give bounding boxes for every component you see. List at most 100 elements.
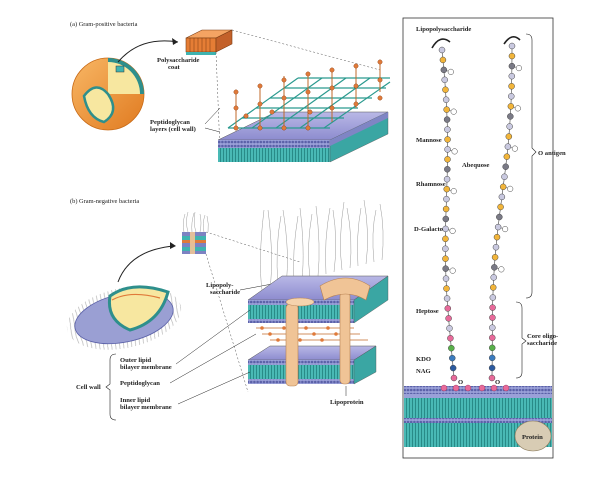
sugar-residue: [444, 166, 451, 173]
sugar-residue: [448, 344, 455, 352]
sugar-residue: [438, 46, 446, 54]
sugar-residue: [446, 325, 453, 332]
sugar-residue: [449, 354, 456, 362]
small-envelope-block: [182, 211, 209, 254]
sugar-residue: [489, 304, 496, 311]
label-rhamnose: Rhamnose: [416, 181, 446, 188]
lps-sugar-chains: [438, 42, 522, 382]
sugar-residue: [491, 254, 499, 261]
chain-cap-left: [431, 38, 451, 49]
zoom-lines-b: [205, 231, 301, 393]
label-peptidoglycan-layers: Peptidoglycan layers (cell wall): [150, 119, 196, 133]
sugar-residue: [440, 66, 448, 74]
sugar-residue: [488, 364, 496, 372]
sugar-residue: [490, 274, 497, 281]
sugar-residue: [442, 205, 450, 213]
sugar-residue: [445, 315, 452, 322]
sugar-residue: [443, 185, 451, 193]
sugar-residue: [508, 42, 516, 50]
sugar-residue: [498, 193, 506, 201]
label-o-right: O: [495, 379, 500, 386]
label-core-oligosaccharide: Core oligo- saccharide: [527, 333, 560, 347]
protein-c: Protein: [514, 420, 552, 452]
label-abequose: Abequose: [462, 162, 490, 169]
sugar-residue: [507, 103, 515, 110]
label-lipopolysaccharide-b: Lipopoly- saccharide: [206, 282, 240, 296]
sugar-residue: [508, 52, 516, 60]
sugar-residue: [443, 175, 451, 183]
panel-c-lps-detail: Lipopolysaccharide O antigen Core oligo-…: [402, 17, 566, 459]
panel-a: (a) Gram-positive bacteria Polysac: [70, 21, 391, 163]
sugar-residue: [488, 344, 496, 352]
branch-sugar-residue: [511, 145, 518, 152]
label-protein: Protein: [522, 434, 543, 441]
sugar-residue: [444, 146, 451, 153]
sugar-residue: [491, 264, 498, 271]
branch-sugar-residue: [450, 108, 457, 115]
sugar-residue: [439, 56, 447, 64]
sugar-residue: [508, 93, 515, 100]
branch-sugar-residue: [449, 267, 456, 274]
sugar-residue: [497, 203, 504, 211]
sugar-residue: [442, 235, 449, 243]
sugar-residue: [489, 314, 496, 321]
chain-cap-right: [503, 36, 521, 45]
cell-wall-brace: [105, 353, 117, 421]
branch-sugar-residue: [515, 65, 522, 72]
label-polysaccharide-coat: Polysaccharide coat: [157, 57, 201, 71]
sugar-residue: [443, 285, 450, 292]
gram-negative-cell: [66, 285, 182, 350]
label-inner-membrane: Inner lipid bilayer membrane: [120, 397, 172, 411]
label-outer-membrane: Outer lipid bilayer membrane: [120, 357, 172, 371]
sugar-residue: [489, 334, 496, 342]
sugar-chain-backbone: [441, 49, 455, 379]
sugar-residue: [444, 156, 451, 163]
branch-sugar-residue: [502, 226, 509, 233]
sugar-residue: [501, 173, 508, 181]
label-mannose: Mannose: [416, 137, 442, 144]
sugar-residue: [488, 354, 496, 362]
zoom-arrow-a: [117, 40, 179, 63]
sugar-residue: [505, 133, 513, 140]
sugar-residue: [449, 364, 457, 372]
sugar-residue: [447, 334, 454, 342]
label-lps-title: Lipopolysaccharide: [416, 26, 471, 33]
sugar-residue: [442, 215, 450, 223]
branch-sugar-residue: [514, 105, 521, 112]
sugar-residue: [442, 265, 449, 272]
label-o-left: O: [458, 379, 463, 386]
label-kdo: KDO: [416, 356, 431, 363]
outer-membrane-c: [404, 386, 552, 447]
sugar-residue: [507, 113, 514, 120]
sugar-residue: [489, 324, 496, 331]
branch-sugar-residue: [498, 266, 505, 273]
branch-sugar-residue: [450, 188, 457, 195]
branch-sugar-residue: [449, 227, 456, 234]
sugar-residue: [502, 163, 509, 170]
zoom-arrow-b: [117, 245, 175, 283]
sugar-residue: [489, 294, 497, 301]
label-galactose: D-Galactose: [414, 226, 448, 233]
branch-sugar-residue: [447, 68, 454, 75]
sugar-residue: [442, 225, 449, 233]
envelope-leader-lines: [169, 309, 347, 405]
panel-b: (b) Gram-negative bacteria: [66, 198, 389, 421]
sugar-residue: [488, 374, 496, 382]
sugar-residue: [443, 116, 451, 123]
sugar-residue: [504, 143, 512, 150]
lipid-a-anchors: [440, 384, 510, 392]
sugar-residue: [444, 305, 452, 312]
zoom-lines-a: [215, 29, 381, 151]
panel-c-frame: [402, 17, 554, 459]
sugar-residue: [443, 295, 451, 302]
peptidoglycan-block: [217, 59, 391, 163]
label-nag: NAG: [416, 368, 431, 375]
sugar-residue: [450, 374, 458, 382]
gram-negative-envelope-block: [247, 199, 389, 387]
sugar-residue: [503, 153, 511, 160]
sugar-residue: [496, 213, 503, 221]
sugar-residue: [494, 223, 502, 231]
sugar-residue: [444, 126, 451, 133]
panel-a-heading: (a) Gram-positive bacteria: [70, 21, 138, 28]
